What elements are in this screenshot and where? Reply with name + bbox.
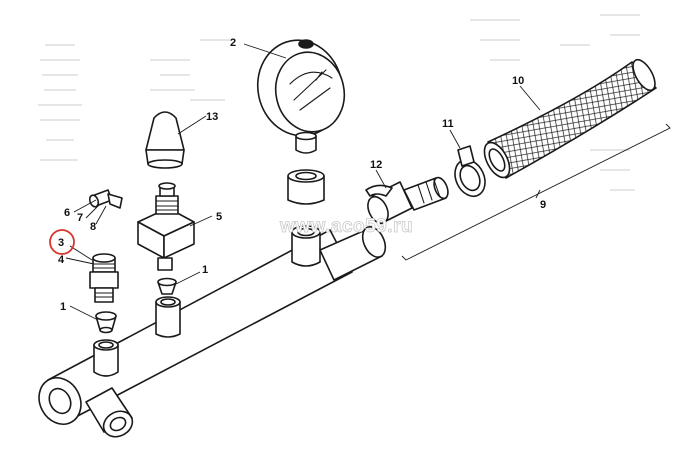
cone-cap: [145, 111, 185, 169]
small-orifice-fitting: [88, 189, 123, 209]
highlight-circle: [49, 229, 75, 255]
callout-3: 3: [58, 237, 64, 249]
callout-13: 13: [206, 111, 218, 123]
hose-clamp: [454, 145, 486, 198]
callout-7: 7: [77, 212, 83, 224]
callout-2: 2: [230, 37, 236, 49]
callout-5: 5: [216, 211, 222, 223]
leader-lines: [65, 43, 541, 321]
valve-block: [137, 182, 195, 271]
callout-1-right: 1: [202, 264, 208, 276]
pressure-gauge: [256, 39, 346, 154]
hose-barb-elbow: [365, 176, 449, 225]
watermark-text: www.aco59.ru: [279, 216, 413, 237]
callout-4: 4: [58, 254, 65, 266]
callout-8: 8: [90, 221, 96, 233]
nozzle-tip-left: [95, 311, 117, 334]
manifold-tube: [38, 225, 387, 438]
sleeve-right: [155, 296, 181, 338]
callout-10: 10: [512, 75, 524, 87]
callout-11: 11: [442, 118, 454, 130]
callout-labels: 2 13 5 1 1 3 4 6 7 8 12 11 10 9: [58, 37, 546, 313]
nozzle-tip-right: [157, 277, 177, 295]
gauge-adapter-sleeve: [287, 169, 325, 205]
callout-9: 9: [540, 199, 546, 211]
callout-6: 6: [64, 207, 70, 219]
check-valve-fitting: [89, 253, 119, 303]
braided-hose: [483, 58, 657, 179]
callout-12: 12: [370, 159, 382, 171]
callout-1-left: 1: [60, 301, 66, 313]
background-ghost-marks: [38, 14, 640, 191]
